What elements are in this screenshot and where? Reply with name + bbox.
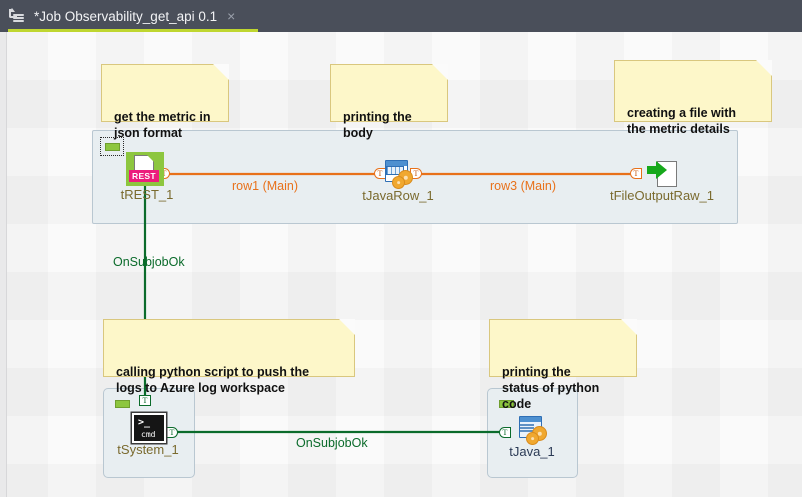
port-glyph: T xyxy=(413,168,419,178)
note-fold-icon xyxy=(432,64,448,80)
component-label-tjava-1: tJava_1 xyxy=(509,444,555,459)
job-icon xyxy=(8,7,26,25)
port-glyph: T xyxy=(142,395,148,405)
sticky-note-text: printing the body xyxy=(343,110,412,140)
minimize-icon xyxy=(114,399,130,408)
trest-icon[interactable]: REST xyxy=(126,152,164,186)
subjob-collapse-toggle-tjava[interactable] xyxy=(495,395,517,412)
sticky-note-text: printing the status of python code xyxy=(502,365,600,411)
minimize-icon xyxy=(104,142,120,151)
port-tsystem-input[interactable]: T xyxy=(139,395,151,406)
job-tab-title: *Job Observability_get_api 0.1 xyxy=(34,8,218,24)
port-glyph: T xyxy=(169,427,175,437)
subjob-collapse-toggle-top[interactable] xyxy=(100,137,124,156)
sticky-note-printing-body[interactable]: printing the body xyxy=(330,64,448,140)
job-tab[interactable]: *Job Observability_get_api 0.1 × xyxy=(0,0,258,32)
sticky-note-text: creating a file with the metric details xyxy=(627,106,737,136)
component-label-tfileoutputraw-1: tFileOutputRaw_1 xyxy=(609,188,715,203)
subjob-collapse-toggle-tsystem[interactable] xyxy=(111,395,133,412)
tsystem-cmd-icon[interactable]: >_ cmd xyxy=(132,413,166,443)
link-label-onsubjobok-1[interactable]: OnSubjobOk xyxy=(113,255,185,269)
port-glyph: T xyxy=(633,168,639,178)
close-icon[interactable]: × xyxy=(227,8,236,24)
link-label-row1[interactable]: row1 (Main) xyxy=(232,179,298,193)
canvas-left-margin xyxy=(0,32,7,497)
note-fold-icon xyxy=(213,64,229,80)
component-label-trest-1: tREST_1 xyxy=(120,187,174,202)
port-tfileoutputraw-input[interactable]: T xyxy=(630,168,642,179)
note-fold-icon xyxy=(339,319,355,335)
sticky-note-text: calling python script to push the logs t… xyxy=(116,365,310,395)
job-canvas[interactable]: T T T T T T T row1 (Main) row3 (Main) On… xyxy=(0,32,802,497)
sticky-note-text: get the metric in json format xyxy=(114,110,211,140)
tjavarow-icon[interactable] xyxy=(383,159,413,189)
tjava-icon[interactable] xyxy=(517,415,547,445)
port-glyph: T xyxy=(502,427,508,437)
sticky-note-metric-json[interactable]: get the metric in json format xyxy=(101,64,229,140)
trest-badge: REST xyxy=(129,170,159,182)
active-tab-indicator xyxy=(8,29,258,33)
port-glyph: T xyxy=(161,168,167,178)
link-label-row3[interactable]: row3 (Main) xyxy=(490,179,556,193)
tfileoutputraw-icon[interactable] xyxy=(645,159,679,187)
component-label-tjavarow-1: tJavaRow_1 xyxy=(362,188,434,203)
cmd-prompt-glyph: >_ xyxy=(138,417,151,428)
link-label-onsubjobok-2[interactable]: OnSubjobOk xyxy=(296,436,368,450)
subjob-container-tjava[interactable] xyxy=(487,388,578,478)
sticky-note-python-status[interactable]: printing the status of python code xyxy=(489,319,637,411)
note-fold-icon xyxy=(621,319,637,335)
note-fold-icon xyxy=(756,60,772,76)
sticky-note-python-azure[interactable]: calling python script to push the logs t… xyxy=(103,319,355,395)
port-glyph: T xyxy=(377,168,383,178)
component-label-tsystem-1: tSystem_1 xyxy=(117,442,179,457)
sticky-note-creating-file[interactable]: creating a file with the metric details xyxy=(614,60,772,136)
editor-tab-bar: *Job Observability_get_api 0.1 × xyxy=(0,0,802,33)
port-tsystem-output[interactable]: T xyxy=(166,427,178,438)
minimize-icon xyxy=(498,399,514,408)
port-tjava-input[interactable]: T xyxy=(499,427,511,438)
cmd-label-glyph: cmd xyxy=(141,430,156,439)
